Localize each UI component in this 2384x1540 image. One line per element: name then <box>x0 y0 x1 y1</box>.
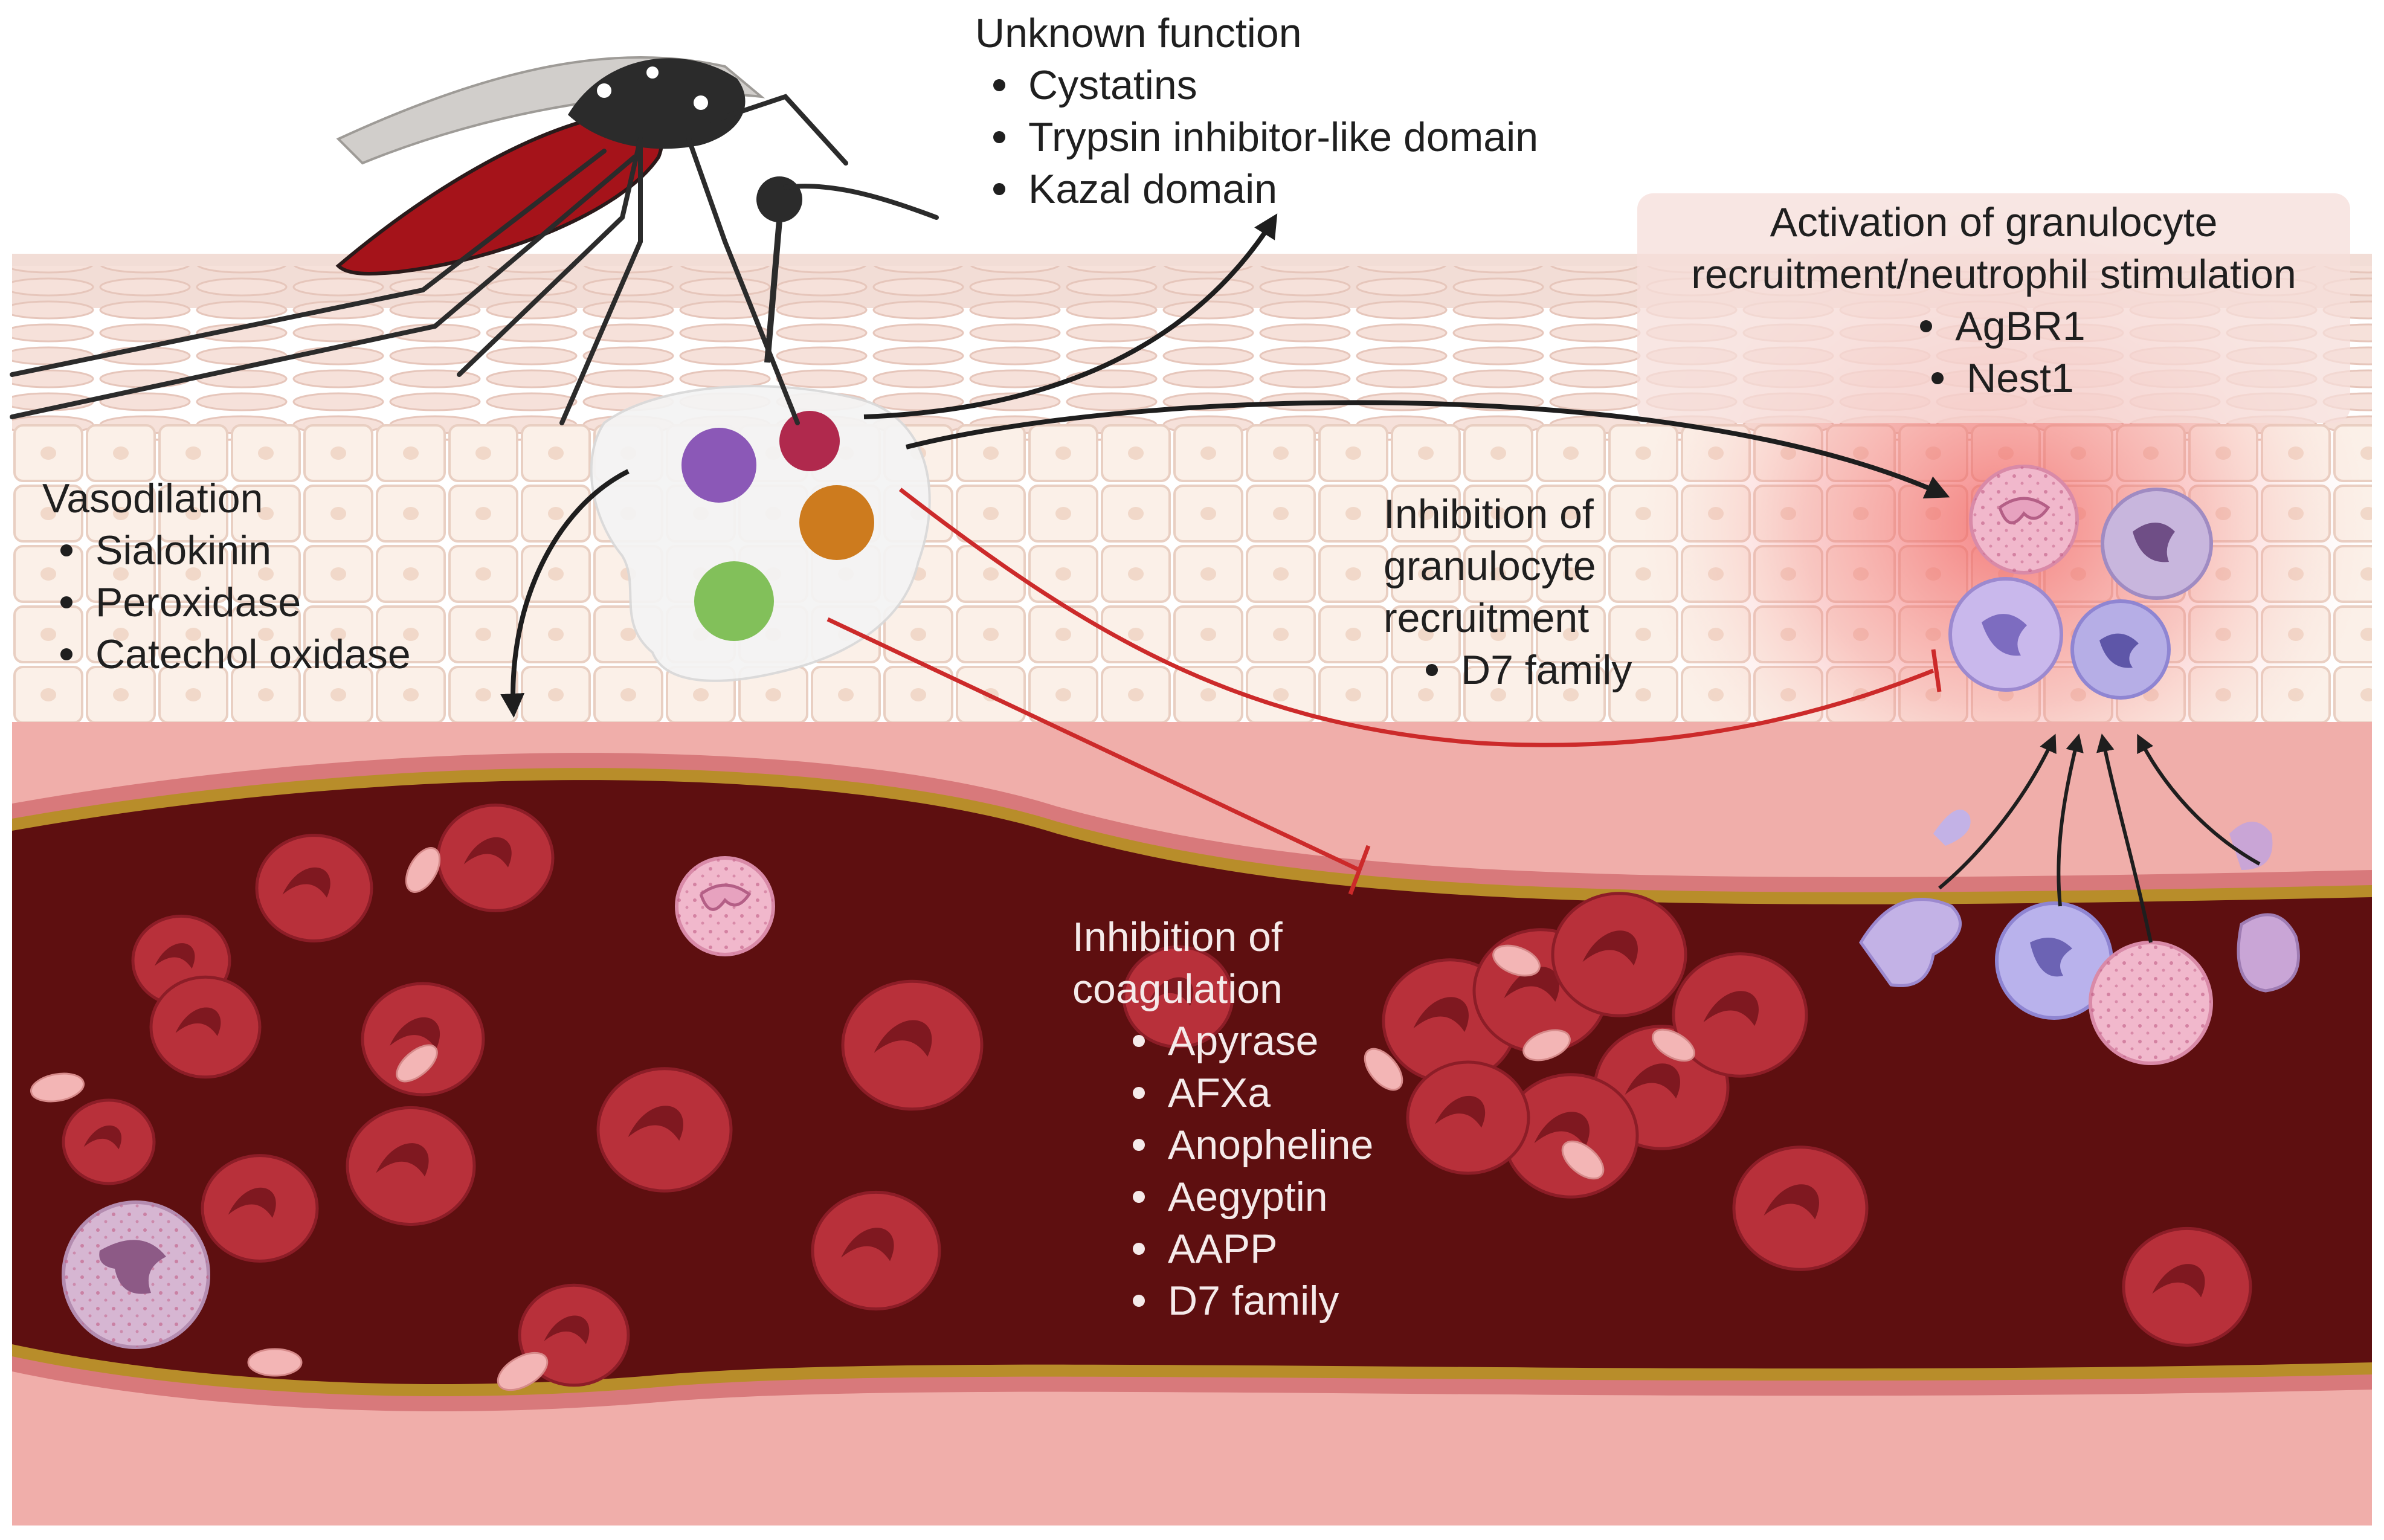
list-item: Apyrase <box>1115 1015 1373 1067</box>
inhibition-of-coagulation <box>826 617 1361 872</box>
red-blood-cells <box>62 804 2252 1387</box>
red-blood-cell-icon <box>62 1098 156 1185</box>
platelet-icon <box>1522 1029 1571 1062</box>
red-blood-cell-icon <box>1503 1073 1639 1199</box>
red-blood-cell-icon <box>1551 892 1687 1017</box>
platelet-icon <box>497 1352 549 1391</box>
activation-label: Activation of granulocyte recruitment/ne… <box>1637 196 2350 404</box>
vasodilation-label: Vasodilation Sialokinin Peroxidase Catec… <box>42 472 411 680</box>
arrow-to-unknown-function <box>863 213 1278 419</box>
inhibition-granulocyte-heading-line3: recruitment <box>1384 595 1590 641</box>
red-blood-cell-icon <box>1122 945 1234 1049</box>
list-item: D7 family <box>1408 644 1632 696</box>
list-item: Anopheline <box>1115 1119 1373 1171</box>
mosquito-icon <box>10 56 939 425</box>
neutrophil-icon <box>675 856 775 956</box>
activation-heading-line2: recruitment/neutrophil stimulation <box>1691 251 2296 297</box>
red-blood-cell-icon <box>811 1190 941 1311</box>
list-item: Peroxidase <box>42 576 411 628</box>
vasodilation-heading: Vasodilation <box>42 475 263 521</box>
red-blood-cell-icon <box>361 982 485 1097</box>
activation-heading-line1: Activation of granulocyte <box>1770 199 2218 245</box>
platelet-icon <box>1492 944 1541 977</box>
list-item: AFXa <box>1115 1067 1373 1119</box>
monocyte-icon <box>62 1200 210 1349</box>
red-blood-cell-icon <box>436 804 555 912</box>
red-blood-cell-icon <box>1406 1060 1530 1175</box>
unknown-function-heading: Unknown function <box>975 10 1302 56</box>
saliva-protein-cluster-icon <box>590 385 931 682</box>
effect-arrows <box>500 213 1950 718</box>
platelet-icon <box>396 1044 438 1083</box>
platelet-icon <box>1364 1048 1403 1091</box>
inhibition-coagulation-heading-line1: Inhibition of <box>1072 914 1283 960</box>
inhibition-granulocyte-heading-line2: granulocyte <box>1384 543 1596 589</box>
inhibition-granulocyte-heading-line1: Inhibition of <box>1384 491 1594 537</box>
red-blood-cell-icon <box>2122 1226 2252 1347</box>
inhibition-of-granulocyte-recruitment <box>898 488 1935 747</box>
inhibition-coagulation-label: Inhibition of coagulation Apyrase AFXa A… <box>1072 911 1373 1327</box>
arrow-to-neutrophil-stimulation <box>906 400 1950 498</box>
neutrophil-cluster <box>1948 465 2213 700</box>
activation-label-panel <box>1637 193 2350 423</box>
inhibition-lines <box>826 488 1942 895</box>
list-item: Kazal domain <box>975 163 1538 215</box>
red-blood-cell-icon <box>201 1154 319 1263</box>
platelet-icon <box>405 847 441 893</box>
red-blood-cell-icon <box>1672 952 1808 1078</box>
migration-arrows <box>1938 733 2261 943</box>
platelets <box>30 847 1695 1391</box>
unknown-function-label: Unknown function Cystatins Trypsin inhib… <box>975 7 1538 215</box>
red-blood-cell-icon <box>346 1106 476 1226</box>
red-blood-cell-icon <box>1732 1145 1869 1271</box>
list-item: Nest1 <box>1913 352 2074 404</box>
inhibition-coagulation-heading-line2: coagulation <box>1072 966 1283 1012</box>
list-item: D7 family <box>1115 1275 1373 1327</box>
red-blood-cell-icon <box>841 979 984 1111</box>
platelet-icon <box>30 1072 85 1103</box>
arrow-to-vasodilation <box>500 469 630 718</box>
list-item: Sialokinin <box>42 524 411 576</box>
platelet-icon <box>1561 1140 1605 1180</box>
migrating-leukocytes <box>1859 810 2300 1065</box>
list-item: Aegyptin <box>1115 1171 1373 1223</box>
list-item: AAPP <box>1115 1223 1373 1275</box>
platelet-icon <box>1652 1028 1695 1062</box>
list-item: Catechol oxidase <box>42 628 411 680</box>
red-blood-cell-icon <box>596 1067 733 1193</box>
red-blood-cell-icon <box>149 975 262 1079</box>
red-blood-cell-icon <box>255 834 373 942</box>
inhibition-granulocyte-label: Inhibition of granulocyte recruitment D7… <box>1384 488 1632 696</box>
platelet-icon <box>247 1348 303 1377</box>
list-item: AgBR1 <box>1902 300 2086 352</box>
list-item: Cystatins <box>975 59 1538 111</box>
list-item: Trypsin inhibitor-like domain <box>975 111 1538 163</box>
